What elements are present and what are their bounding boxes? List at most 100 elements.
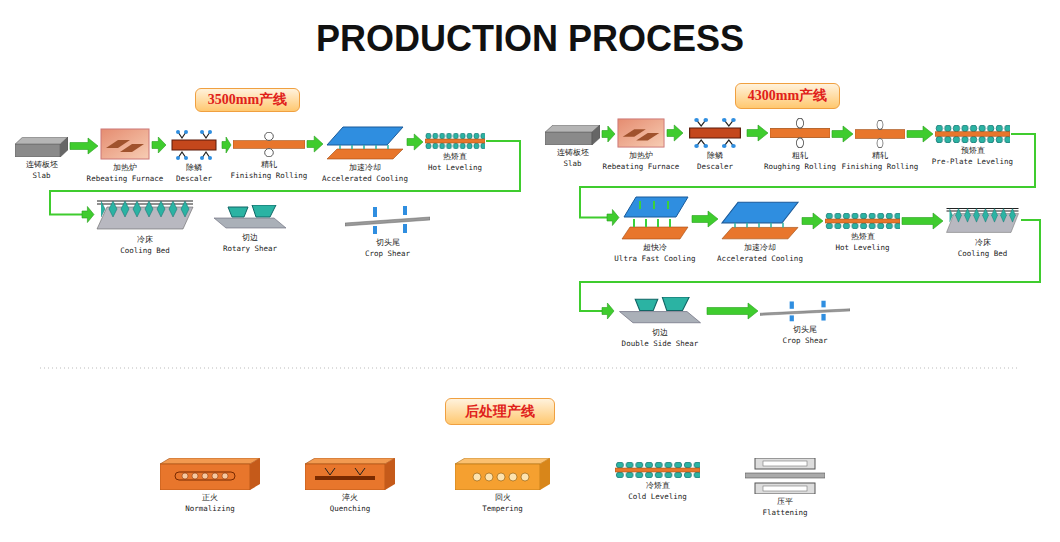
step-name-en: Pre-Plate Leveling [932,158,1013,166]
step-name-en: Finishing Rolling [842,163,919,171]
arrow-head [82,207,94,223]
flow-arrow [907,126,933,142]
arrow-head [70,138,98,154]
shear-icon [214,205,286,228]
step-name-en: Rebeating Furnace [87,175,164,183]
step-name-zh: 冷床 [137,236,153,244]
arrow-head [707,303,758,319]
step-name-en: Hot Leveling [835,244,889,252]
page-title: PRODUCTION PROCESS [0,18,1060,60]
crop-shear-icon [760,301,850,322]
step-name-zh: 热矫直 [851,233,875,241]
step-name-en: Flattening [762,509,807,517]
furnace-icon [618,119,664,147]
process-step: 加速冷却Accelerated Cooling [325,125,405,160]
step-name-zh: 冷床 [975,239,991,247]
process-step: 连铸板坯Slab [15,137,68,157]
flow-arrow [222,137,231,153]
flow-arrow [832,126,853,142]
line-badge: 后处理产线 [445,398,555,425]
slab-icon [15,137,68,157]
arrow-head [747,125,768,141]
arrow-head [667,125,683,141]
step-name-zh: 冷矫直 [646,482,670,490]
step-name-zh: 精轧 [872,152,888,160]
step-name-zh: 连铸板坯 [26,161,58,169]
line-name: 后处理产线 [465,403,535,421]
process-step: 切边Double Side Shear [615,297,705,325]
step-name-zh: 加速冷却 [744,244,776,252]
process-step: 冷矫直Cold Leveling [615,462,700,478]
step-name-zh: 精轧 [261,161,277,169]
step-name-zh: 粗轧 [792,152,808,160]
step-name-en: Roughing Rolling [764,163,836,171]
arrow-head [222,137,231,153]
step-name-zh: 切头尾 [376,239,400,247]
flow-arrow [70,138,98,154]
step-name-zh: 压平 [777,498,793,506]
process-step: 精轧Finishing Rolling [855,120,905,148]
flow-arrow [707,303,758,319]
arrow-head [407,134,423,150]
flow-line [50,141,520,215]
step-name-en: Rotary Shear [223,245,277,253]
process-step: 淬火Quenching [305,458,395,490]
line-badge: 3500mm产线 [195,88,300,112]
descaler-icon [172,130,216,160]
process-step: 正火Normalizing [160,458,260,490]
arrow-head [832,126,853,142]
shear-icon [620,297,701,323]
process-step: 超快冷Ultra Fast Cooling [620,195,690,240]
step-name-zh: 加热炉 [113,164,137,172]
arrow-head [602,126,615,142]
flow-arrow [407,134,423,150]
process-step: 切边Rotary Shear [210,205,290,230]
tempering-icon [455,458,550,490]
flow-arrow [50,141,520,223]
leveler-icon [425,133,485,149]
step-name-zh: 切头尾 [793,326,817,334]
line-name: 3500mm产线 [208,91,287,109]
step-name-zh: 超快冷 [643,244,667,252]
step-name-en: Crop Shear [365,250,410,258]
step-name-en: Tempering [482,505,523,513]
process-step: 加速冷却Accelerated Cooling [720,200,800,240]
step-name-zh: 热矫直 [443,153,467,161]
process-step: 除鳞Descaler [685,118,745,148]
descaler-icon [690,118,741,148]
arrow-head [902,213,943,229]
crop-shear-icon [345,206,430,234]
arrow-head [907,126,933,142]
flow-arrow [152,137,166,153]
leveler-icon [825,213,900,229]
step-name-en: Cooling Bed [120,247,170,255]
arrow-head [307,136,323,152]
flow-arrow [747,125,768,141]
step-name-en: Hot Leveling [428,164,482,172]
step-name-zh: 加速冷却 [349,164,381,172]
process-step: 切头尾Crop Shear [345,205,430,235]
arrow-head [602,303,614,319]
line-badge: 4300mm产线 [735,83,840,109]
process-step: 热矫直Hot Leveling [825,213,900,229]
step-name-en: Cooling Bed [958,250,1008,258]
step-name-en: Finishing Rolling [231,172,308,180]
process-step: 加热炉Rebeating Furnace [100,128,150,160]
flow-arrow [602,126,615,142]
step-name-zh: 淬火 [342,494,358,502]
rolling-icon [233,132,305,157]
step-name-en: Rebeating Furnace [603,163,680,171]
process-step: 除鳞Descaler [168,130,220,160]
furnace-icon [101,129,149,159]
flow-arrow [692,211,718,227]
leveler-icon [615,462,700,478]
step-name-en: Slab [563,160,581,168]
step-name-en: Double Side Shear [622,340,699,348]
separator [40,368,1020,369]
flow-arrow [667,125,683,141]
flow-arrow [580,220,1040,319]
flow-line [580,134,1035,218]
slab-icon [545,125,600,145]
